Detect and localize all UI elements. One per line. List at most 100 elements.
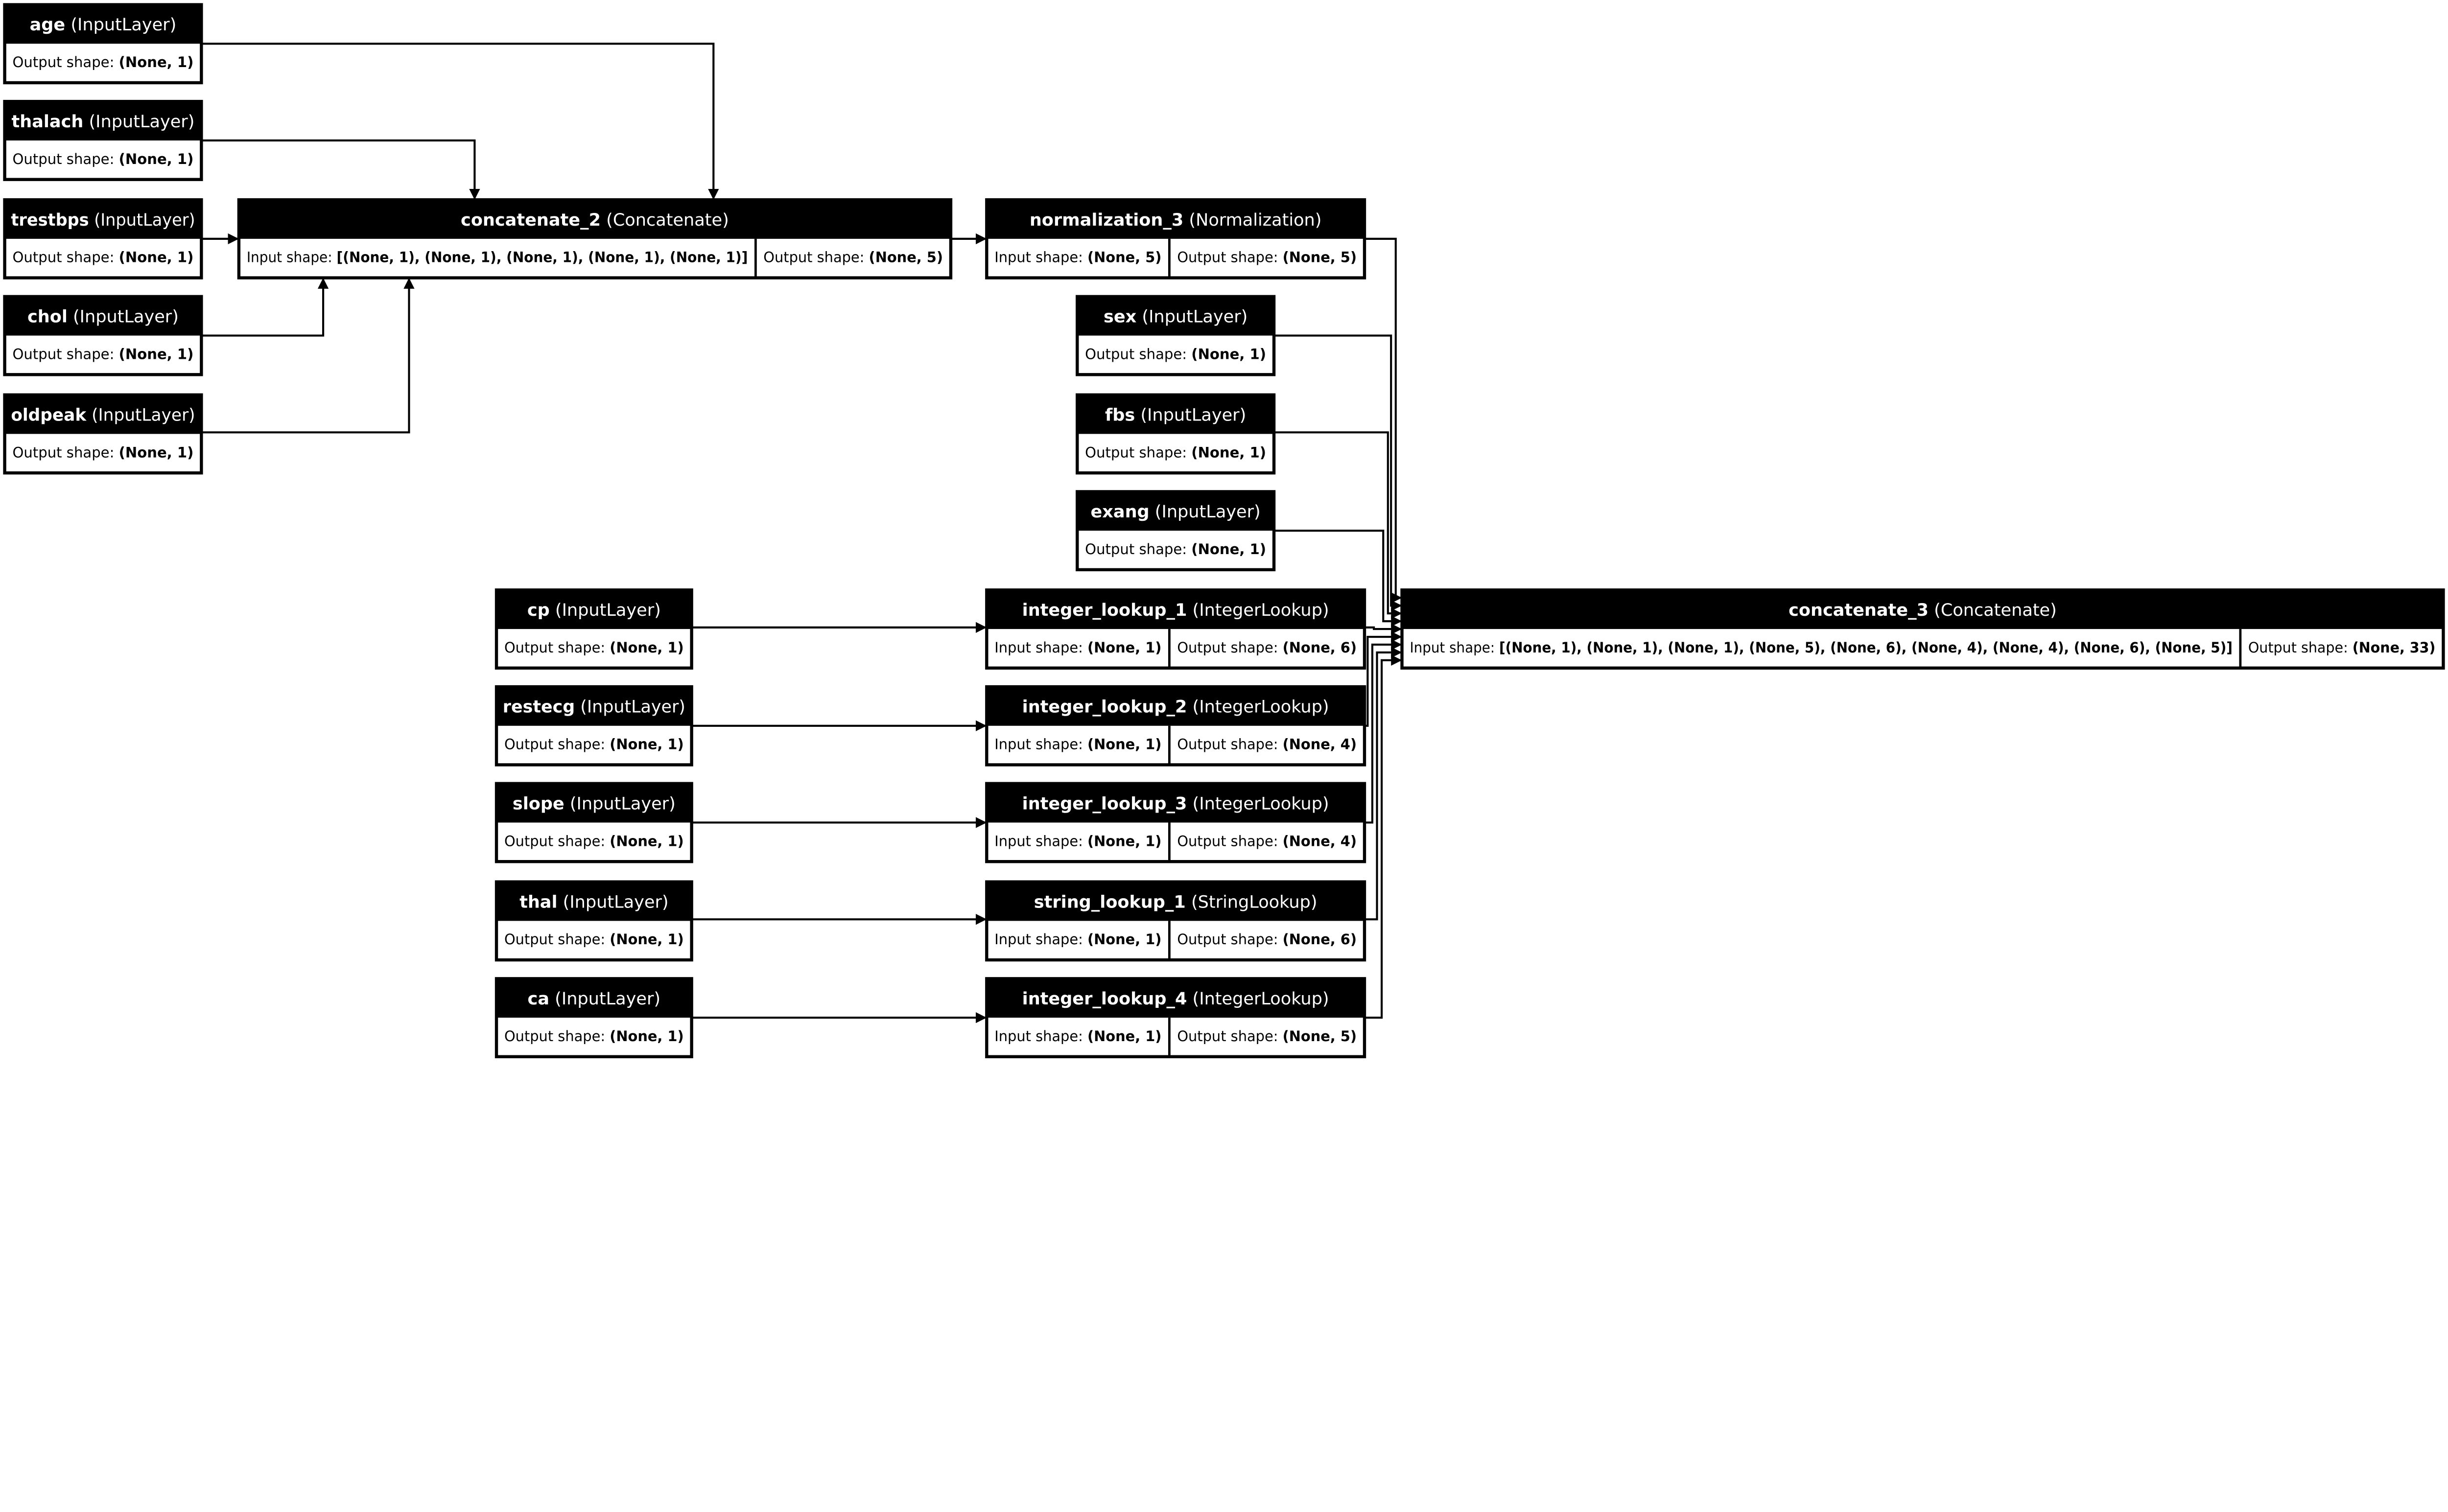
layer-type: (InputLayer) xyxy=(1142,306,1248,326)
layer-node-integer_lookup_2[interactable]: integer_lookup_2 (IntegerLookup) Input sh… xyxy=(985,685,1366,767)
node-header xyxy=(496,687,692,726)
output-shape-value: (None, 5) xyxy=(869,249,943,266)
layer-node-cp[interactable]: cp (InputLayer)Output shape: (None, 1) xyxy=(494,588,693,670)
input-shape-text: Input shape: [(None, 1), (None, 1), (Non… xyxy=(1410,639,2232,656)
output-shape-label: Output shape: xyxy=(1177,931,1282,948)
node-header xyxy=(1077,296,1274,336)
layer-node-exang[interactable]: exang (InputLayer) Output shape: (None, 1… xyxy=(1076,490,1276,572)
layer-node-slope[interactable]: slope (InputLayer)Output shape: (None, 1… xyxy=(494,782,693,863)
output-shape-value: (None, 4) xyxy=(1283,736,1357,753)
output-shape-label: Output shape: xyxy=(2248,639,2353,656)
input-shape-label: Input shape: xyxy=(994,736,1087,753)
layer-type: (InputLayer) xyxy=(580,697,685,717)
output-shape-label: Output shape: xyxy=(13,444,119,461)
layer-node-integer_lookup_3[interactable]: integer_lookup_3 (IntegerLookup) Input sh… xyxy=(985,782,1366,863)
layer-type: (InputLayer) xyxy=(73,306,179,326)
layer-node-integer_lookup_4[interactable]: integer_lookup_4 (IntegerLookup)Input sh… xyxy=(985,977,1366,1058)
output-shape-value: (None, 1) xyxy=(610,833,683,849)
input-shape-text: Input shape: (None, 1) xyxy=(994,833,1161,849)
node-header xyxy=(496,783,692,823)
layer-node-integer_lookup_1[interactable]: integer_lookup_1 (IntegerLookup)Input sh… xyxy=(985,588,1366,670)
input-shape-text: Input shape: (None, 1) xyxy=(994,639,1161,656)
layer-type: (InputLayer) xyxy=(89,112,194,132)
layer-name: exang xyxy=(1091,502,1150,522)
layer-name: integer_lookup_2 xyxy=(1022,697,1187,717)
output-shape-label: Output shape: xyxy=(13,54,119,70)
output-shape-label: Output shape: xyxy=(1177,639,1282,656)
node-header xyxy=(987,783,1365,823)
node-header xyxy=(987,687,1365,726)
node-title: age (InputLayer) xyxy=(30,15,177,35)
layer-type: (InputLayer) xyxy=(1155,502,1261,522)
input-shape-value: (None, 1) xyxy=(1087,833,1161,849)
layer-name: integer_lookup_1 xyxy=(1022,600,1187,620)
layer-node-string_lookup_1[interactable]: string_lookup_1 (StringLookup)Input shap… xyxy=(985,880,1366,962)
layer-node-ca[interactable]: ca (InputLayer)Output shape: (None, 1) xyxy=(494,977,693,1058)
input-shape-text: Input shape: (None, 1) xyxy=(994,736,1161,753)
layer-type: (IntegerLookup) xyxy=(1193,793,1329,814)
output-shape-label: Output shape: xyxy=(1085,541,1191,558)
output-shape-value: (None, 4) xyxy=(1283,833,1357,849)
layer-node-oldpeak[interactable]: oldpeak (InputLayer)Output shape: (None,… xyxy=(3,393,203,475)
layer-node-sex[interactable]: sex (InputLayer) Output shape: (None, 1) xyxy=(1076,295,1276,376)
node-header xyxy=(4,296,202,336)
input-shape-value: (None, 5) xyxy=(1087,249,1161,266)
input-shape-text: Input shape: (None, 1) xyxy=(994,1028,1161,1045)
layer-name: integer_lookup_3 xyxy=(1022,793,1187,814)
layer-type: (InputLayer) xyxy=(555,600,661,620)
edge-exang-to-concatenate_3 xyxy=(1274,530,1402,627)
input-shape-label: Input shape: xyxy=(1410,639,1499,656)
layer-name: thal xyxy=(519,892,557,912)
layer-name: concatenate_3 xyxy=(1789,600,1929,620)
node-header xyxy=(496,590,692,629)
layer-type: (IntegerLookup) xyxy=(1193,697,1329,717)
input-shape-label: Input shape: xyxy=(994,1028,1087,1045)
input-shape-label: Input shape: xyxy=(994,931,1087,948)
output-shape-text: Output shape: (None, 1) xyxy=(504,931,684,948)
node-title: integer_lookup_3 (IntegerLookup) xyxy=(1022,793,1329,814)
node-header xyxy=(1402,590,2444,629)
output-shape-label: Output shape: xyxy=(504,931,610,948)
output-shape-text: Output shape: (None, 5) xyxy=(1177,249,1357,266)
layer-node-fbs[interactable]: fbs (InputLayer)Output shape: (None, 1) xyxy=(1076,393,1276,475)
input-shape-value: (None, 1) xyxy=(1087,736,1161,753)
edge-thalach-to-concatenate_2 xyxy=(201,139,480,200)
edge-sex-to-concatenate_3 xyxy=(1274,334,1402,611)
edge-oldpeak-to-concatenate_2 xyxy=(201,278,415,434)
layer-name: trestbps xyxy=(11,210,89,230)
layer-node-age[interactable]: age (InputLayer)Output shape: (None, 1) xyxy=(3,3,203,85)
output-shape-value: (None, 6) xyxy=(1283,639,1357,656)
layer-node-thalach[interactable]: thalach (InputLayer) Output shape: (None,… xyxy=(3,100,203,181)
output-shape-text: Output shape: (None, 6) xyxy=(1177,639,1357,656)
output-shape-value: (None, 1) xyxy=(119,346,194,362)
output-shape-text: Output shape: (None, 1) xyxy=(1085,346,1266,362)
layer-node-normalization_3[interactable]: normalization_3 (Normalization)Input sha… xyxy=(985,198,1366,279)
node-title: concatenate_3 (Concatenate) xyxy=(1789,600,2057,620)
layer-name: thalach xyxy=(12,112,84,132)
edge-integer_lookup_4-to-concatenate_3 xyxy=(1364,654,1402,1019)
output-shape-value: (None, 1) xyxy=(610,1028,683,1045)
node-header xyxy=(496,882,692,921)
output-shape-label: Output shape: xyxy=(1177,833,1282,849)
output-shape-label: Output shape: xyxy=(13,249,119,266)
layer-type: (Concatenate) xyxy=(1934,600,2057,620)
layer-node-restecg[interactable]: restecg (InputLayer)Output shape: (None,… xyxy=(494,685,693,767)
input-shape-value: [(None, 1), (None, 1), (None, 1), (None,… xyxy=(1499,639,2233,656)
node-title: sex (InputLayer) xyxy=(1104,306,1248,326)
output-shape-text: Output shape: (None, 1) xyxy=(13,151,194,167)
input-shape-label: Input shape: xyxy=(994,639,1087,656)
layer-node-thal[interactable]: thal (InputLayer)Output shape: (None, 1) xyxy=(494,880,693,962)
node-title: concatenate_2 (Concatenate) xyxy=(461,210,729,230)
layer-type: (InputLayer) xyxy=(94,210,195,230)
layer-node-concatenate_3[interactable]: concatenate_3 (Concatenate) Input shape: … xyxy=(1400,588,2445,670)
output-shape-label: Output shape: xyxy=(1085,444,1191,461)
layer-node-trestbps[interactable]: trestbps (InputLayer)Output shape: (None… xyxy=(3,198,203,279)
layer-name: integer_lookup_4 xyxy=(1022,989,1187,1009)
output-shape-text: Output shape: (None, 1) xyxy=(1085,541,1266,558)
layer-type: (InputLayer) xyxy=(1140,405,1246,425)
output-shape-value: (None, 1) xyxy=(610,931,683,948)
layer-node-concatenate_2[interactable]: concatenate_2 (Concatenate)Input shape: … xyxy=(237,198,953,279)
node-title: thalach (InputLayer) xyxy=(12,112,195,132)
output-shape-label: Output shape: xyxy=(504,833,610,849)
layer-node-chol[interactable]: chol (InputLayer)Output shape: (None, 1) xyxy=(3,295,203,376)
